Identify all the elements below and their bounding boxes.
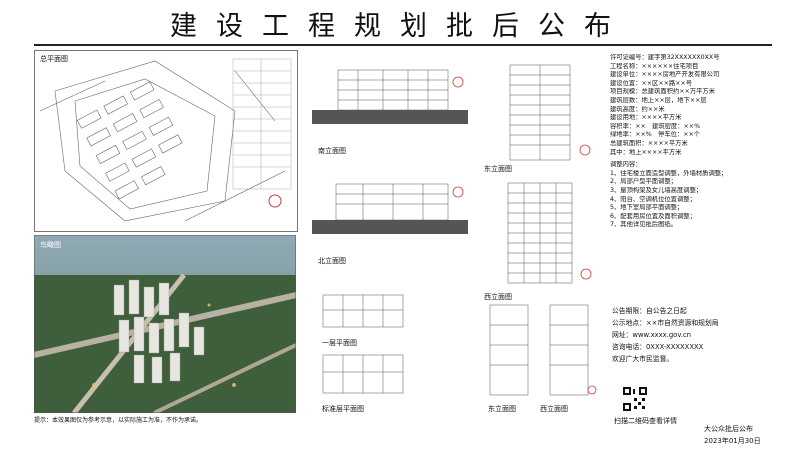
info-line: 建筑层数：地上××层，地下××层 [610,96,707,104]
publish-date: 2023年01月30日 [704,437,761,445]
pub-line: 公示地点：××市自然资源和规划局 [612,319,719,327]
adjust-line: 2、局部户型平面调整； [610,178,677,186]
info-line: 建设单位：××××房地产开发有限公司 [610,71,720,79]
adjust-title: 调整内容： [610,161,642,169]
standard-floor-plan-drawing [318,350,408,400]
site-plan-drawing [39,58,292,222]
pub-line: 网址：www.xxxx.gov.cn [612,331,692,339]
site-plan-panel [34,50,298,232]
adjust-line: 7、其他详见批后图纸。 [610,221,677,229]
qr-code-svg [622,386,648,412]
aerial-caption: 提示：本效果图仅为参考示意，以实际施工为准，不作为承诺。 [34,417,203,424]
info-line: 绿地率：××% 停车位：××个 [610,131,701,139]
north-elevation-drawing [308,178,472,248]
side-elevation-a-label: 东立面图 [488,405,516,413]
info-line: 项目规模：总建筑面积约××万平方米 [610,88,716,96]
pub-line: 公告期限：自公告之日起 [612,307,687,315]
ground-floor-plan-drawing [318,290,408,335]
permit-info: 许可证编号：建字第32XXXXXX0XX号 工程名称：××××××住宅项目 建设… [610,54,780,230]
adjust-line: 1、住宅楼立面造型调整，外墙材质调整； [610,169,728,177]
pub-line: 欢迎广大市民监督。 [612,355,674,363]
standard-floor-plan-svg [322,354,404,394]
info-line: 许可证编号：建字第32XXXXXX0XX号 [610,54,720,61]
side-elevations-svg [489,304,597,396]
aerial-render [34,235,296,413]
aerial-label: 鸟瞰图 [40,241,61,249]
east-elevation-svg [509,64,591,161]
ground-floor-plan-svg [322,294,404,328]
pub-line: 咨询电话：0XXX-XXXXXXXX [612,343,704,351]
qr-caption: 扫描二维码查看详情 [614,417,677,425]
south-elevation-svg [312,69,468,124]
info-line: 建设位置：××区××路××号 [610,79,693,87]
site-plan-label: 总平面图 [40,55,68,63]
info-line: 建筑高度：约××米 [610,105,665,113]
adjust-line: 4、阳台、空调机位位置调整； [610,195,696,203]
north-elevation-svg [312,183,468,234]
issuer: 大公众批后公布 [704,425,753,433]
side-elevations-drawing [480,300,600,400]
south-elevation-drawing [308,62,472,142]
info-line: 工程名称：××××××住宅项目 [610,62,699,70]
adjust-line: 5、地下室局部平面调整； [610,204,684,212]
north-elevation-label: 北立面图 [318,257,346,265]
qr-code-icon[interactable] [622,386,648,412]
adjust-line: 3、屋顶构架及女儿墙高度调整； [610,186,703,194]
south-elevation-label: 南立面图 [318,147,346,155]
adjust-line: 6、配套用房位置及面积调整； [610,212,696,220]
info-line: 容积率：×× 建筑密度：××% [610,122,701,130]
ground-floor-plan-label: 一层平面图 [322,339,357,347]
east-elevation-drawing [480,60,600,170]
east-elevation-label: 东立面图 [484,165,512,173]
side-elevation-b-label: 西立面图 [540,405,568,413]
west-elevation-label: 西立面图 [484,293,512,301]
standard-floor-plan-label: 标准层平面图 [322,405,364,413]
west-elevation-svg [507,182,592,284]
info-line: 总建筑面积：××××平方米 [610,139,688,147]
aerial-render-image [34,235,296,413]
publication-notes: 公告期限：自公告之日起 公示地点：××市自然资源和规划局 网址：www.xxxx… [612,305,782,365]
page-title: 建设工程规划批后公布 [170,11,630,42]
title-rule [34,44,772,46]
west-elevation-drawing [480,178,600,290]
info-line: 其中：地上××××平方米 [610,148,682,156]
info-line: 建设用地：××××平方米 [610,114,682,122]
